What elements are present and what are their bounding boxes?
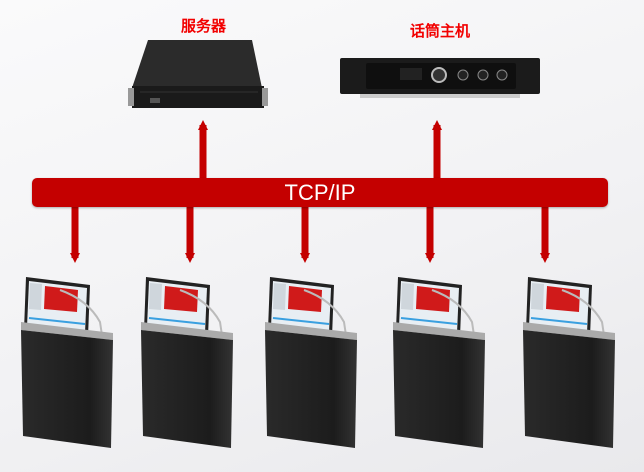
lift-terminal: [265, 277, 357, 448]
lift-terminal: [523, 277, 615, 448]
lift-terminal: [393, 277, 485, 448]
mic-host-label: 话筒主机: [410, 22, 471, 40]
server-device: [128, 40, 268, 108]
microphone-host-device: [340, 58, 540, 98]
lift-terminal: [141, 277, 233, 448]
arrows: [198, 120, 442, 178]
lift-terminal: [21, 277, 113, 448]
tcp-ip-bus: TCP/IP: [32, 178, 608, 207]
server-label: 服务器: [181, 17, 227, 35]
bus-label: TCP/IP: [284, 180, 356, 205]
